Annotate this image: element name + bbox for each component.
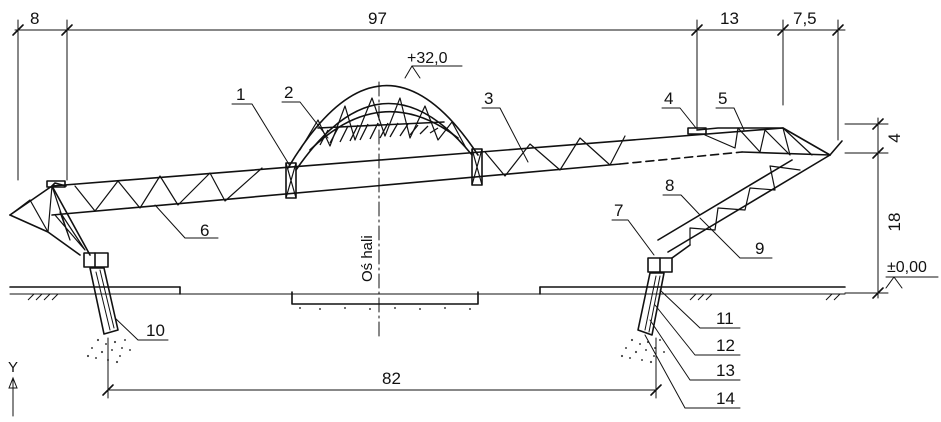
callout-8: 8 [665, 176, 674, 195]
y-axis-label: Y [8, 359, 18, 376]
right-support-structure [620, 127, 843, 364]
callout-13: 13 [716, 361, 735, 380]
y-axis-mark: Y [8, 359, 18, 417]
level-top: +32,0 [407, 50, 448, 67]
callout-6: 6 [200, 221, 209, 240]
callout-7: 7 [614, 201, 623, 220]
callout-3: 3 [484, 89, 493, 108]
central-arch [287, 84, 479, 171]
callout-11: 11 [716, 309, 734, 328]
left-support-structure [9, 180, 131, 364]
callout-2: 2 [284, 83, 293, 102]
top-level-marker: +32,0 [404, 50, 463, 79]
bottom-dimension: 82 [102, 337, 662, 399]
right-dimension-chain: 4 18 ±0,00 [844, 117, 939, 299]
callout-5: 5 [718, 89, 727, 108]
top-dimension-chain: 8 97 13 7,5 [12, 9, 846, 181]
dim-top-span: 97 [368, 9, 387, 28]
callout-14: 14 [716, 389, 735, 408]
callout-9: 9 [755, 239, 764, 258]
callout-12: 12 [716, 336, 735, 355]
dim-bottom-span: 82 [382, 369, 401, 388]
dim-right-upper: 4 [885, 133, 904, 142]
callout-1: 1 [236, 85, 245, 104]
dim-top-right-b: 7,5 [793, 9, 817, 28]
dim-top-left: 8 [30, 9, 39, 28]
dim-top-right-a: 13 [720, 9, 739, 28]
hall-axis-label: Oś hali [359, 235, 376, 282]
callout-10: 10 [146, 321, 165, 340]
dim-right-lower: 18 [885, 213, 904, 232]
callouts: 1 2 3 4 5 6 7 8 9 10 11 12 13 [114, 83, 773, 409]
ground-and-floor [9, 286, 846, 310]
callout-4: 4 [664, 89, 673, 108]
main-girder [51, 127, 784, 216]
hall-axis: Oś hali [359, 81, 380, 341]
level-ground: ±0,00 [887, 259, 927, 276]
